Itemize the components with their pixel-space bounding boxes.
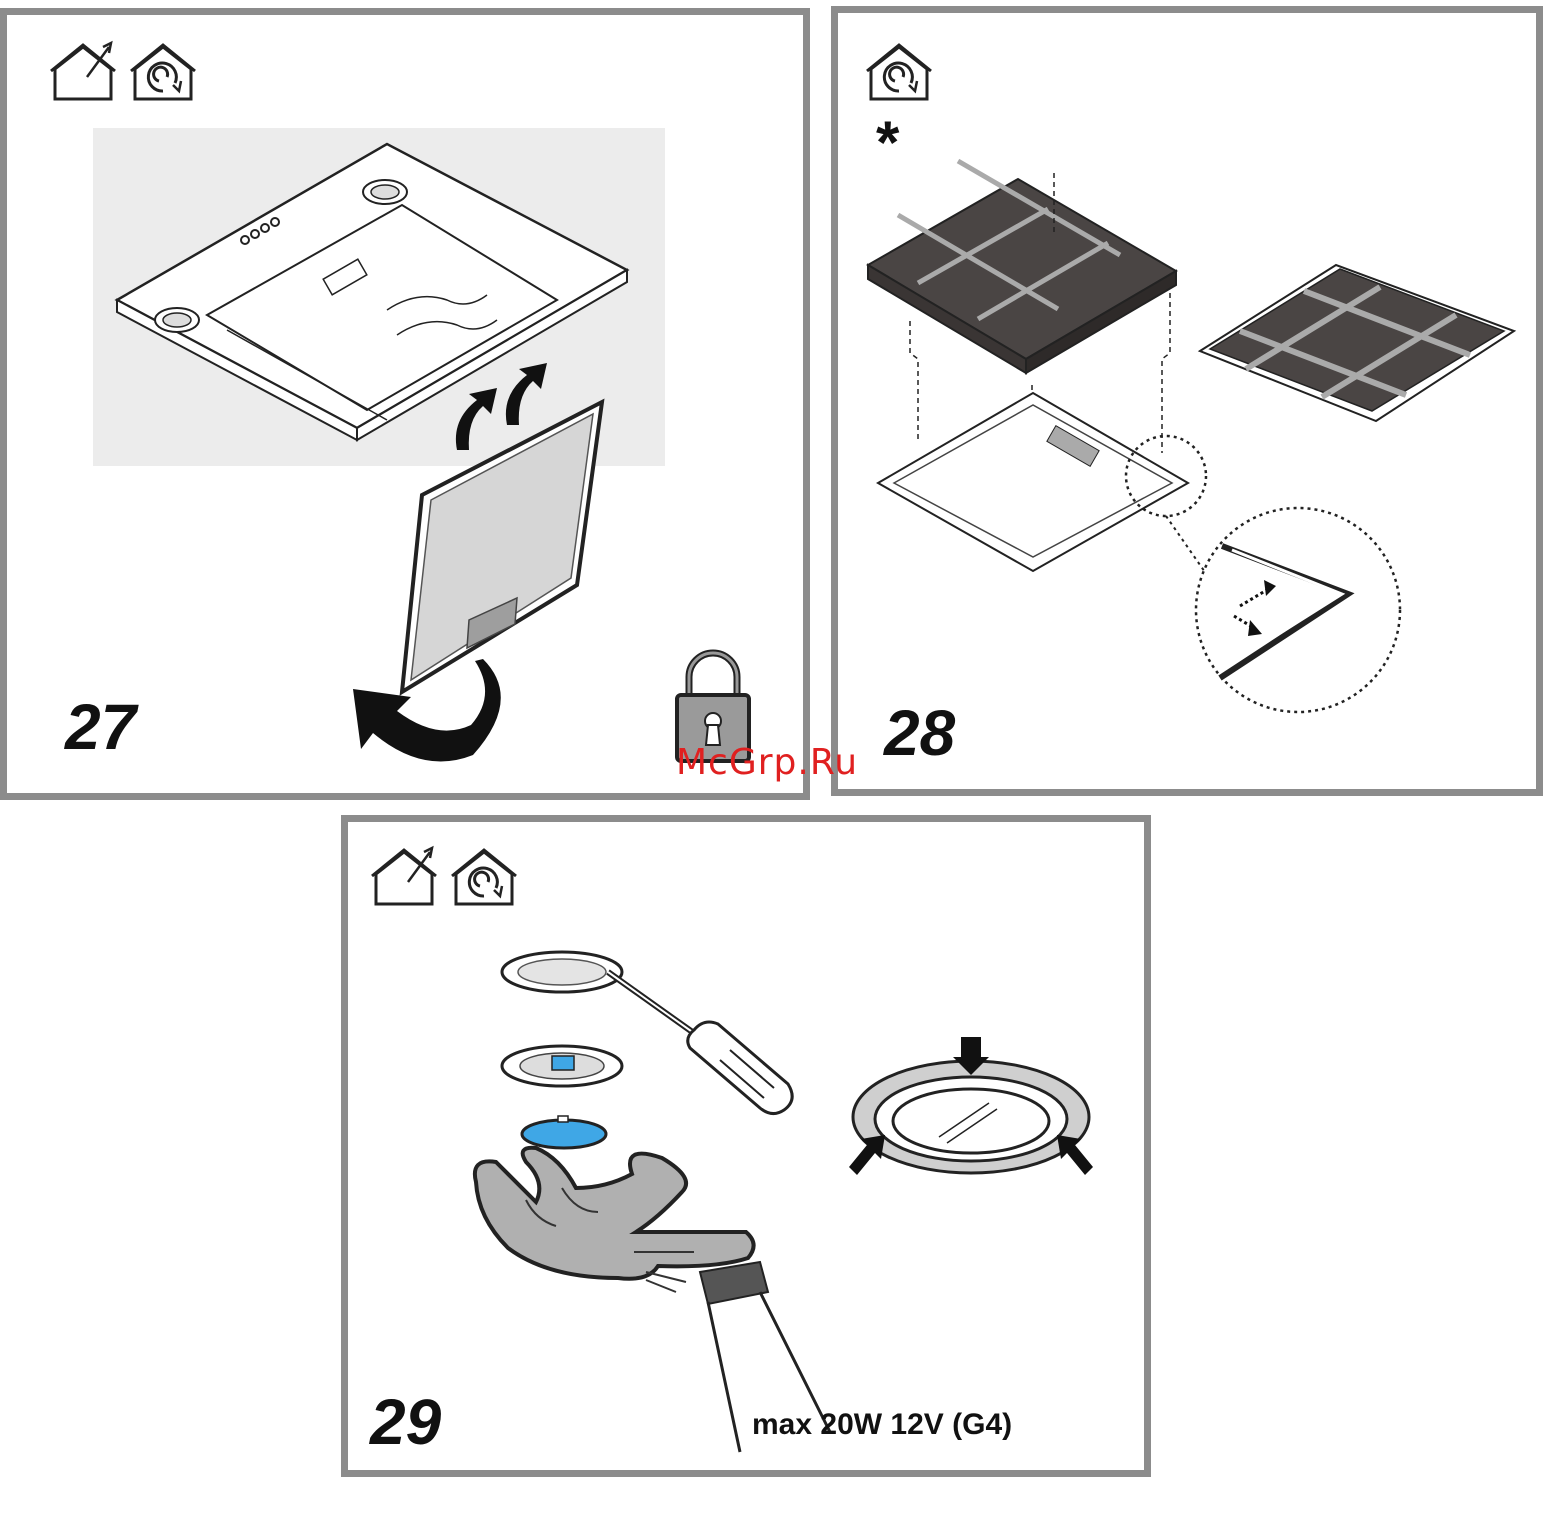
step-number: 27 — [65, 695, 136, 759]
step-27-panel: 27 — [0, 8, 810, 800]
house-with-swirl-icon — [450, 846, 520, 908]
house-with-swirl-icon — [129, 41, 199, 103]
step-28-panel: * 28 — [831, 6, 1543, 796]
step-number: 28 — [884, 701, 955, 765]
lamp-holder-illustration — [498, 1040, 638, 1100]
house-with-outlet-arrow-icon — [370, 846, 440, 908]
clip-detail-callout — [1128, 428, 1418, 728]
step-number: 29 — [370, 1390, 441, 1454]
lamp-installed-detail-illustration — [843, 1037, 1103, 1187]
house-with-outlet-arrow-icon — [49, 41, 119, 103]
house-with-swirl-icon — [865, 41, 935, 103]
rotate-arrow-icon — [333, 655, 523, 775]
step-29-panel: 29 max 20W 12V (G4) — [341, 815, 1151, 1477]
carbon-filter-assembled-illustration — [1196, 245, 1516, 445]
lamp-spec-label: max 20W 12V (G4) — [752, 1408, 1012, 1442]
watermark: McGrp.Ru — [676, 742, 858, 783]
